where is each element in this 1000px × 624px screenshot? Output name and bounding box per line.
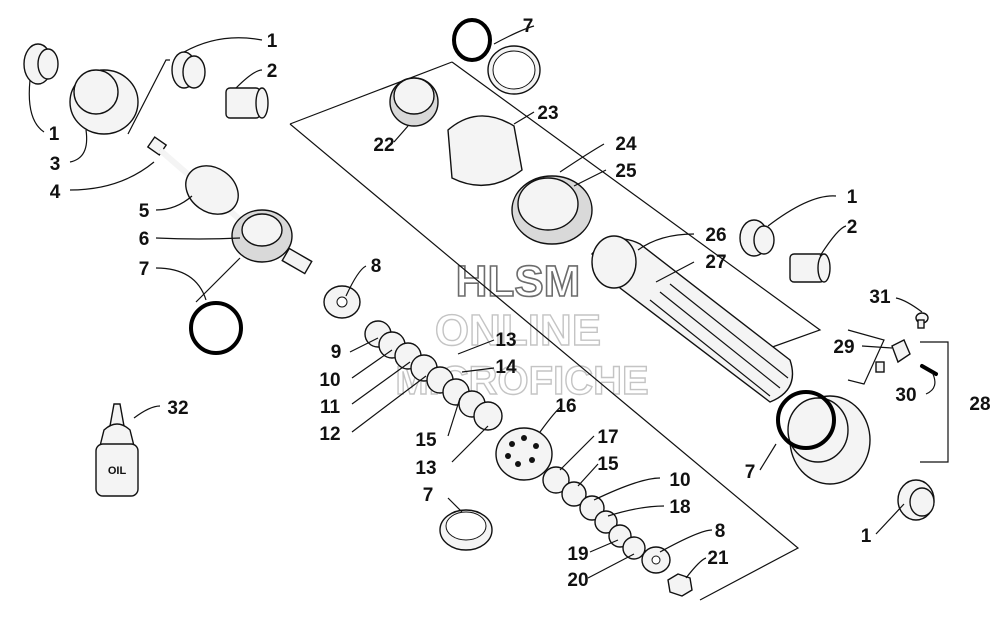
sleeve-part-2-upper	[225, 87, 269, 119]
oil-bottle-label: OIL	[108, 465, 127, 477]
callout-18: 18	[669, 497, 690, 518]
callout-5: 5	[139, 201, 150, 222]
bumper-part-5	[185, 165, 239, 215]
frame-top-line	[289, 61, 453, 125]
callout-19: 19	[567, 544, 588, 565]
eyelet-part-3	[69, 69, 139, 135]
callout-25: 25	[615, 161, 637, 182]
callout-1: 1	[847, 187, 858, 208]
seal-ring-part-7-top	[487, 45, 541, 95]
frame-diagonal	[289, 123, 800, 601]
callout-3: 3	[50, 154, 61, 175]
shim-stack-upper	[364, 320, 503, 431]
sleeve-part-2-right	[789, 253, 831, 283]
watermark-line1: HLSM	[456, 257, 581, 306]
frame-right-line	[451, 61, 822, 351]
callout-9: 9	[331, 342, 342, 363]
cap-part-22	[389, 77, 439, 127]
callout-10: 10	[669, 470, 690, 491]
callout-8: 8	[715, 521, 726, 542]
callout-32: 32	[167, 398, 188, 419]
callout-10: 10	[319, 370, 340, 391]
callout-11: 11	[320, 397, 341, 418]
shock-body-part-26	[591, 235, 794, 403]
callout-31: 31	[869, 287, 891, 308]
callout-1: 1	[861, 526, 872, 547]
callout-8: 8	[371, 256, 382, 277]
callout-7: 7	[745, 462, 756, 483]
callout-labels: 1 2 1 3 4 5 6 7 8 9 10 11 12 13 14 15 13…	[49, 16, 991, 591]
schrader-valve-part-29	[875, 339, 911, 373]
callout-20: 20	[567, 570, 588, 591]
frame-bracket-top	[127, 59, 170, 135]
callout-21: 21	[707, 548, 729, 569]
callout-4: 4	[50, 182, 61, 203]
callout-7: 7	[139, 259, 150, 280]
callout-2: 2	[267, 61, 278, 82]
callout-27: 27	[705, 252, 726, 273]
spring-nut-part-24	[511, 175, 593, 245]
callout-28: 28	[969, 394, 990, 415]
callout-7: 7	[423, 485, 434, 506]
callout-15: 15	[415, 430, 437, 451]
callout-17: 17	[597, 427, 618, 448]
callout-13: 13	[415, 458, 436, 479]
spring-part-27	[649, 283, 789, 397]
callout-6: 6	[139, 229, 150, 250]
callout-16: 16	[555, 396, 576, 417]
piston-cap-part-6	[231, 209, 313, 275]
callout-1: 1	[267, 31, 278, 52]
wear-band-part-7-lower	[439, 509, 493, 551]
cap-screw-part-31	[915, 312, 929, 329]
washer-part-8-lower	[641, 546, 671, 574]
bushing-part-1-left	[23, 43, 59, 85]
callout-13: 13	[495, 330, 516, 351]
shim-stack-lower	[542, 466, 646, 560]
bushing-part-1-right-upper	[739, 219, 775, 257]
callout-29: 29	[833, 337, 854, 358]
oil-bottle-part-32	[95, 403, 139, 497]
callout-23: 23	[537, 103, 558, 124]
leader-lines	[28, 25, 936, 579]
callout-2: 2	[847, 217, 858, 238]
frame-valve-box	[847, 329, 885, 385]
washer-part-8-upper	[323, 285, 361, 319]
callout-7: 7	[523, 16, 534, 37]
o-ring-part-7-top	[452, 18, 492, 62]
o-ring-part-30	[920, 364, 938, 376]
o-ring-part-7-right	[776, 390, 836, 450]
o-ring-part-7-left	[189, 301, 243, 355]
callout-30: 30	[895, 385, 916, 406]
callout-12: 12	[319, 424, 340, 445]
bladder-part-23	[447, 115, 523, 187]
frame-bracket-28	[920, 341, 949, 463]
callout-22: 22	[373, 135, 394, 156]
callout-15: 15	[597, 454, 619, 475]
bushing-part-1-upper	[171, 51, 206, 89]
callout-14: 14	[495, 357, 517, 378]
callout-1: 1	[49, 124, 60, 145]
callout-24: 24	[615, 134, 637, 155]
watermark-line2: ONLINE	[435, 306, 601, 355]
piston-part-16	[495, 427, 553, 481]
lower-mount-body	[787, 395, 871, 485]
callout-26: 26	[705, 225, 726, 246]
nut-part-21	[667, 573, 693, 597]
bushing-part-1-right-lower	[897, 479, 935, 521]
